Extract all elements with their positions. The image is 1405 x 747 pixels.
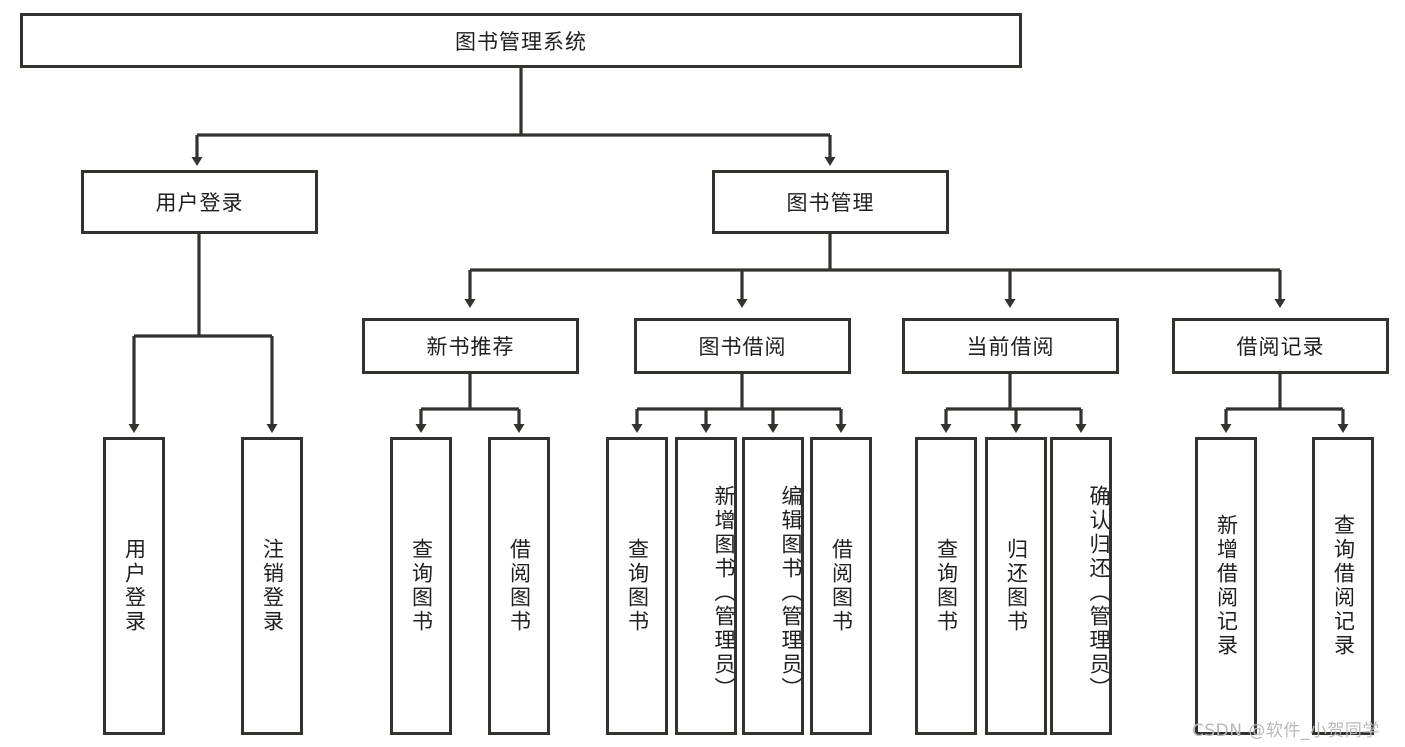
- leaf-new-book-query-books[interactable]: 查询图书: [390, 437, 452, 735]
- leaf-borrow-query-books[interactable]: 查询图书: [606, 437, 668, 735]
- node-book-borrow[interactable]: 图书借阅: [634, 318, 851, 374]
- watermark-credit: CSDN @软件_小贺同学: [1192, 721, 1380, 741]
- node-current-borrow[interactable]: 当前借阅: [902, 318, 1119, 374]
- leaf-record-query-borrow-record[interactable]: 查询借阅记录: [1312, 437, 1374, 735]
- leaf-record-add-borrow-record[interactable]: 新增借阅记录: [1195, 437, 1257, 735]
- node-root-book-management-system[interactable]: 图书管理系统: [20, 13, 1022, 68]
- node-book-management[interactable]: 图书管理: [712, 170, 949, 234]
- leaf-current-query-books[interactable]: 查询图书: [915, 437, 977, 735]
- leaf-borrow-add-book-admin[interactable]: 新增图书（管理员）: [675, 437, 737, 735]
- leaf-borrow-edit-book-admin[interactable]: 编辑图书（管理员）: [742, 437, 804, 735]
- leaf-current-return-books[interactable]: 归还图书: [985, 437, 1047, 735]
- leaf-current-confirm-return-admin[interactable]: 确认归还（管理员）: [1050, 437, 1112, 735]
- node-new-book-recommend[interactable]: 新书推荐: [362, 318, 579, 374]
- leaf-new-book-borrow-books[interactable]: 借阅图书: [488, 437, 550, 735]
- node-borrow-record[interactable]: 借阅记录: [1172, 318, 1389, 374]
- leaf-user-login-signin[interactable]: 用户登录: [103, 437, 165, 735]
- leaf-user-login-signout[interactable]: 注销登录: [241, 437, 303, 735]
- leaf-borrow-borrow-books[interactable]: 借阅图书: [810, 437, 872, 735]
- node-user-login[interactable]: 用户登录: [81, 170, 318, 234]
